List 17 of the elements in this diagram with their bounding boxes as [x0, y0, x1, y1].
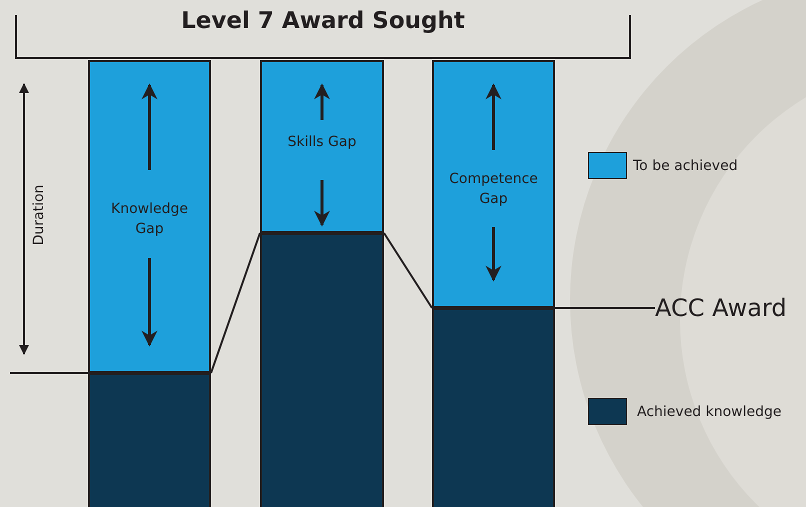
- legend-label: Achieved knowledge: [637, 403, 782, 421]
- connector-line: [210, 232, 261, 374]
- gap-label: Skills Gap: [286, 133, 358, 152]
- gap-label: Knowledge Gap: [110, 200, 189, 239]
- award-label: ACC Award: [655, 293, 800, 323]
- achieved-bar: [432, 308, 555, 507]
- gap-box: [432, 60, 555, 308]
- achieved-bar: [260, 233, 384, 507]
- gap-box: [88, 60, 211, 373]
- title: Level 7 Award Sought: [180, 7, 466, 36]
- connector-line: [383, 232, 433, 309]
- leader-line: [555, 307, 655, 309]
- gap-box: [260, 60, 384, 233]
- dimension-label: Duration: [30, 184, 48, 248]
- gap-label: Competence Gap: [448, 170, 539, 209]
- legend-label: To be achieved: [633, 157, 738, 175]
- achieved-bar: [88, 373, 211, 507]
